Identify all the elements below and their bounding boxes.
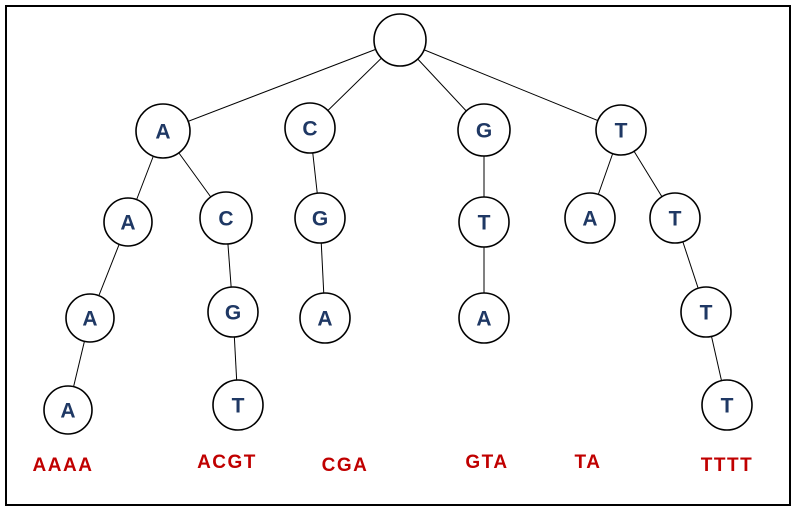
leaf-word-AAAA: AAAA: [33, 455, 94, 476]
node-circle: [103, 197, 153, 247]
node-circle: [284, 102, 336, 154]
node-letter: A: [120, 212, 135, 235]
node-letter: A: [476, 308, 491, 331]
node-letter: T: [615, 120, 628, 143]
trie-node-n_C: C: [284, 102, 336, 154]
node-circle: [207, 286, 259, 338]
leaf-word-ACGT: ACGT: [197, 452, 257, 473]
node-letter: G: [476, 120, 492, 143]
node-circle: [701, 379, 753, 431]
node-circle: [299, 292, 351, 344]
trie-node-n_AAA: A: [65, 293, 115, 343]
node-letter: C: [302, 118, 317, 141]
node-circle: [199, 191, 253, 245]
node-letter: T: [700, 302, 713, 325]
node-letter: A: [155, 121, 170, 144]
trie-node-n_T: T: [595, 104, 647, 156]
node-circle: [458, 196, 510, 248]
node-circle: [373, 13, 427, 67]
trie-node-n_TTT: T: [680, 286, 732, 338]
node-letter: A: [317, 308, 332, 331]
leaf-word-TTTT: TTTT: [701, 455, 753, 476]
trie-node-n_CGA: A: [299, 292, 351, 344]
node-circle: [294, 192, 346, 244]
node-circle: [564, 192, 616, 244]
node-letter: C: [218, 208, 233, 231]
node-circle: [65, 293, 115, 343]
trie-node-n_TT: T: [649, 192, 701, 244]
trie-node-n_A: A: [135, 103, 191, 159]
node-circle: [458, 292, 510, 344]
trie-node-root: [373, 13, 427, 67]
node-letter: G: [312, 208, 328, 231]
trie-node-n_GT: T: [458, 196, 510, 248]
node-circle: [595, 104, 647, 156]
node-letter: A: [582, 208, 597, 231]
node-letter: T: [721, 395, 734, 418]
leaf-word-GTA: GTA: [465, 452, 508, 473]
node-circle: [649, 192, 701, 244]
node-letter: G: [225, 302, 241, 325]
trie-node-n_CG: G: [294, 192, 346, 244]
node-letter: T: [669, 208, 682, 231]
trie-node-n_GTA: A: [458, 292, 510, 344]
trie-node-n_AA: A: [103, 197, 153, 247]
node-letter: A: [60, 400, 75, 423]
node-letter: T: [478, 212, 491, 235]
trie-edge-root-n_A: [162, 39, 401, 132]
node-circle: [457, 103, 511, 157]
trie-node-n_TA: A: [564, 192, 616, 244]
trie-node-n_ACG: G: [207, 286, 259, 338]
node-letter: A: [82, 308, 97, 331]
leaf-word-TA: TA: [575, 452, 602, 473]
node-letter: T: [232, 395, 245, 418]
node-circle: [680, 286, 732, 338]
trie-node-n_G: G: [457, 103, 511, 157]
node-circle: [135, 103, 191, 159]
diagram-border: [5, 5, 791, 506]
trie-node-n_AAAA: A: [43, 385, 93, 435]
trie-node-n_ACGT: T: [212, 379, 264, 431]
node-circle: [212, 379, 264, 431]
leaf-word-CGA: CGA: [322, 455, 369, 476]
trie-edge-root-n_T: [399, 39, 622, 131]
trie-node-n_TTTT: T: [701, 379, 753, 431]
node-circle: [43, 385, 93, 435]
trie-node-n_AC: C: [199, 191, 253, 245]
